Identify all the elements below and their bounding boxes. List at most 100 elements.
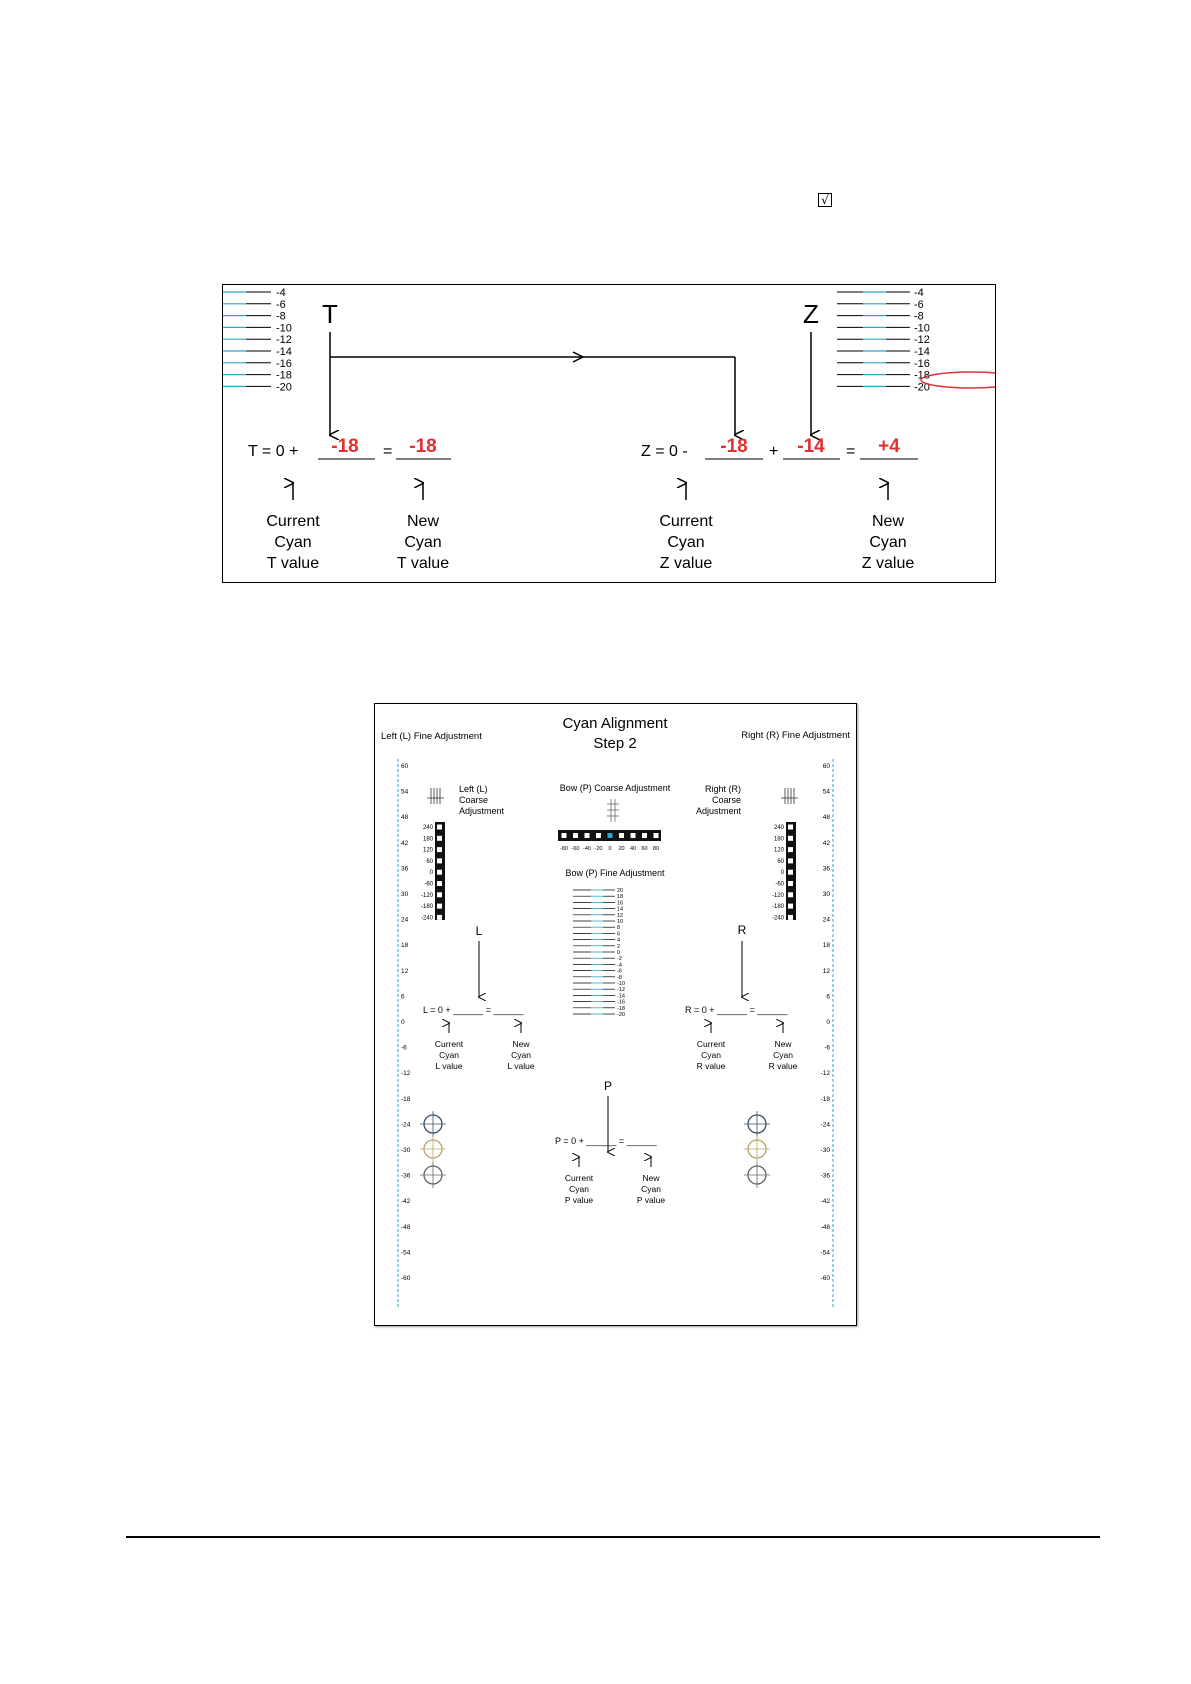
- new-t-label-3: T value: [397, 555, 449, 572]
- right-side-label: -48: [821, 1224, 831, 1231]
- right-coarse-label: 120: [774, 848, 785, 854]
- l-new-2: Cyan: [511, 1050, 531, 1060]
- l-new-1: New: [512, 1039, 530, 1049]
- right-coarse-3: Adjustment: [696, 806, 742, 816]
- bow-fine-label: -2: [617, 956, 622, 962]
- bow-coarse-label: Bow (P) Coarse Adjustment: [560, 783, 671, 793]
- right-coarse-mark: [788, 903, 793, 909]
- registration-targets: [420, 1111, 770, 1188]
- right-side-label: -42: [821, 1198, 831, 1205]
- bow-coarse-tick-label: 40: [630, 846, 636, 852]
- example-diagram: -4-6-8-10-12-14-16-18-20 -4-6-8-10-12-14…: [223, 287, 1022, 572]
- bow-fine-label: -20: [617, 1012, 625, 1018]
- z-equals: =: [846, 443, 855, 460]
- z-result: +4: [878, 436, 900, 457]
- left-coarse-mark: [437, 903, 442, 909]
- l-letter: L: [476, 924, 483, 938]
- right-coarse-1: Right (R): [705, 784, 741, 794]
- z-value1: -18: [720, 436, 747, 457]
- left-side-label: -12: [401, 1070, 411, 1077]
- left-side-label: -36: [401, 1173, 411, 1180]
- bow-fine-label: 20: [617, 888, 623, 894]
- sheet-title-2: Step 2: [593, 735, 636, 752]
- right-tick-label: -4: [914, 287, 924, 299]
- right-tick-label: -18: [914, 370, 930, 382]
- t-equation-prefix: T = 0 +: [248, 443, 298, 460]
- right-tick-label: -12: [914, 334, 930, 346]
- right-side-label: 0: [826, 1019, 830, 1026]
- right-coarse-mark: [788, 892, 793, 898]
- l-current-1: Current: [435, 1039, 464, 1049]
- example-figure: -4-6-8-10-12-14-16-18-20 -4-6-8-10-12-14…: [222, 284, 1022, 583]
- bow-fine-label: 6: [617, 931, 620, 937]
- left-side-label: 30: [401, 891, 409, 898]
- left-coarse-mark: [437, 881, 442, 886]
- left-side-label: 24: [401, 917, 409, 924]
- right-fine-label: Right (R) Fine Adjustment: [741, 730, 850, 741]
- bow-fine-label: -16: [617, 1000, 625, 1006]
- bow-fine-label: 18: [617, 894, 623, 900]
- new-z-label-2: Cyan: [869, 534, 906, 551]
- right-tick-label: -20: [914, 381, 930, 393]
- right-coarse-icon: [781, 788, 798, 804]
- left-coarse-label: 240: [423, 825, 434, 831]
- r-current-2: Cyan: [701, 1050, 721, 1060]
- left-side-label: -24: [401, 1121, 411, 1128]
- new-z-label-1: New: [872, 513, 904, 530]
- right-side-label: -18: [821, 1096, 831, 1103]
- right-tick-label: -10: [914, 322, 930, 334]
- current-z-label-1: Current: [659, 513, 713, 530]
- right-side-label: 48: [823, 814, 831, 821]
- right-side-label: -30: [821, 1147, 831, 1154]
- bow-fine-label: -12: [617, 987, 625, 993]
- bow-fine-label: -6: [617, 969, 622, 975]
- bow-coarse-tick-label: 20: [618, 846, 624, 852]
- right-coarse-label: 180: [774, 836, 785, 842]
- right-tick-label: -8: [914, 311, 924, 323]
- left-coarse-mark: [437, 858, 442, 864]
- left-coarse-3: Adjustment: [459, 806, 505, 816]
- bow-fine-label: -8: [617, 975, 622, 981]
- current-z-label-3: Z value: [660, 555, 713, 572]
- left-side-label: -48: [401, 1224, 411, 1231]
- left-side-label: -30: [401, 1147, 411, 1154]
- p-new-3: P value: [637, 1195, 665, 1205]
- right-side-scale: 60544842363024181260-6-12-18-24-30-36-42…: [821, 763, 831, 1282]
- l-current-3: L value: [435, 1061, 462, 1071]
- r-new-3: R value: [769, 1061, 798, 1071]
- right-coarse-2: Coarse: [712, 795, 741, 805]
- bow-coarse-tick-label: 0: [608, 846, 611, 852]
- bow-fine-label: 2: [617, 944, 620, 950]
- t-result: -18: [409, 436, 436, 457]
- left-side-label: 6: [401, 993, 405, 1000]
- right-coarse-mark: [788, 835, 793, 841]
- left-side-label: 48: [401, 814, 409, 821]
- right-side-label: -60: [821, 1275, 831, 1282]
- new-t-label-1: New: [407, 513, 439, 530]
- current-t-label-1: Current: [266, 513, 320, 530]
- r-current-1: Current: [697, 1039, 726, 1049]
- left-tick-label: -16: [276, 358, 292, 370]
- checkbox-icon: √: [818, 193, 832, 207]
- footer-rule: [126, 1536, 1100, 1538]
- right-coarse-mark: [788, 824, 793, 830]
- bow-coarse-tick-label: -40: [583, 846, 591, 852]
- right-side-label: -36: [821, 1173, 831, 1180]
- bow-coarse-mark: [596, 833, 601, 838]
- bow-coarse-mark: [653, 833, 659, 838]
- left-side-label: 36: [401, 865, 409, 872]
- left-tick-label: -20: [276, 381, 292, 393]
- left-coarse-label: -60: [424, 882, 433, 888]
- bow-fine-label: -18: [617, 1006, 625, 1012]
- right-coarse-label: -240: [772, 915, 785, 921]
- left-tick-label: -12: [276, 334, 292, 346]
- right-side-label: -6: [824, 1045, 830, 1052]
- left-coarse-mark: [437, 835, 442, 841]
- left-tick-label: -18: [276, 370, 292, 382]
- connector-arrowhead: [572, 351, 585, 363]
- bow-fine-label: 14: [617, 907, 623, 913]
- left-side-label: 18: [401, 942, 409, 949]
- bow-coarse-tick-label: -60: [572, 846, 580, 852]
- bow-coarse-mark: [584, 833, 590, 838]
- bow-fine-label: 8: [617, 925, 620, 931]
